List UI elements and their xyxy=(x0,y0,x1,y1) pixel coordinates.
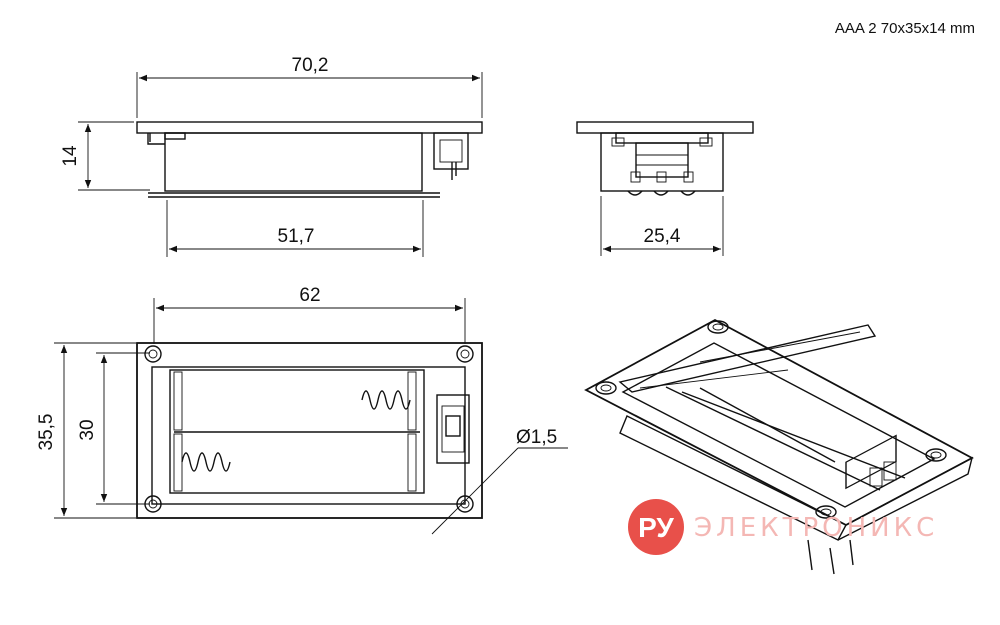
side-view: 70,2 14 51,7 xyxy=(60,55,483,257)
top-view: 62 35,5 30 Ø1,5 xyxy=(36,285,568,535)
watermark: РУ ЭЛЕКТРОНИКС xyxy=(628,499,938,555)
mounting-hole-bl xyxy=(144,495,162,513)
dim-height: 14 xyxy=(60,145,81,167)
dim-hole-diameter: Ø1,5 xyxy=(516,427,557,448)
spring-top xyxy=(361,390,411,410)
drawing-title: AAA 2 70x35x14 mm xyxy=(835,20,975,37)
iso-hole-1 xyxy=(595,381,617,395)
watermark-text: ЭЛЕКТРОНИКС xyxy=(694,513,938,543)
dim-hole-spacing-x: 62 xyxy=(299,285,320,306)
dim-body-length: 51,7 xyxy=(278,226,315,247)
watermark-badge-circle xyxy=(628,499,684,555)
end-view: 25,4 xyxy=(576,121,754,256)
side-body xyxy=(164,132,423,192)
end-flange xyxy=(576,121,754,134)
iso-switch xyxy=(845,434,897,490)
mounting-hole-br xyxy=(456,495,474,513)
dim-overall-length: 70,2 xyxy=(292,55,329,76)
iso-flange xyxy=(584,318,974,527)
watermark-badge: РУ xyxy=(638,512,674,543)
battery-compartment xyxy=(169,369,425,494)
top-switch xyxy=(436,394,470,464)
iso-lid xyxy=(618,324,877,393)
mounting-hole-tr xyxy=(456,345,474,363)
side-switch xyxy=(433,132,469,170)
iso-hole-3 xyxy=(925,448,947,462)
dim-leader-hole xyxy=(431,447,519,535)
dim-overall-width: 35,5 xyxy=(36,414,57,451)
dim-hole-spacing-y: 30 xyxy=(77,419,98,440)
mounting-hole-tl xyxy=(144,345,162,363)
iso-hole-4 xyxy=(815,505,837,519)
isometric-view xyxy=(584,318,974,575)
iso-hole-2 xyxy=(707,320,729,334)
spring-bottom xyxy=(181,452,231,472)
dim-body-width: 25,4 xyxy=(644,226,681,247)
side-flange xyxy=(136,121,483,134)
top-outline xyxy=(136,342,483,519)
